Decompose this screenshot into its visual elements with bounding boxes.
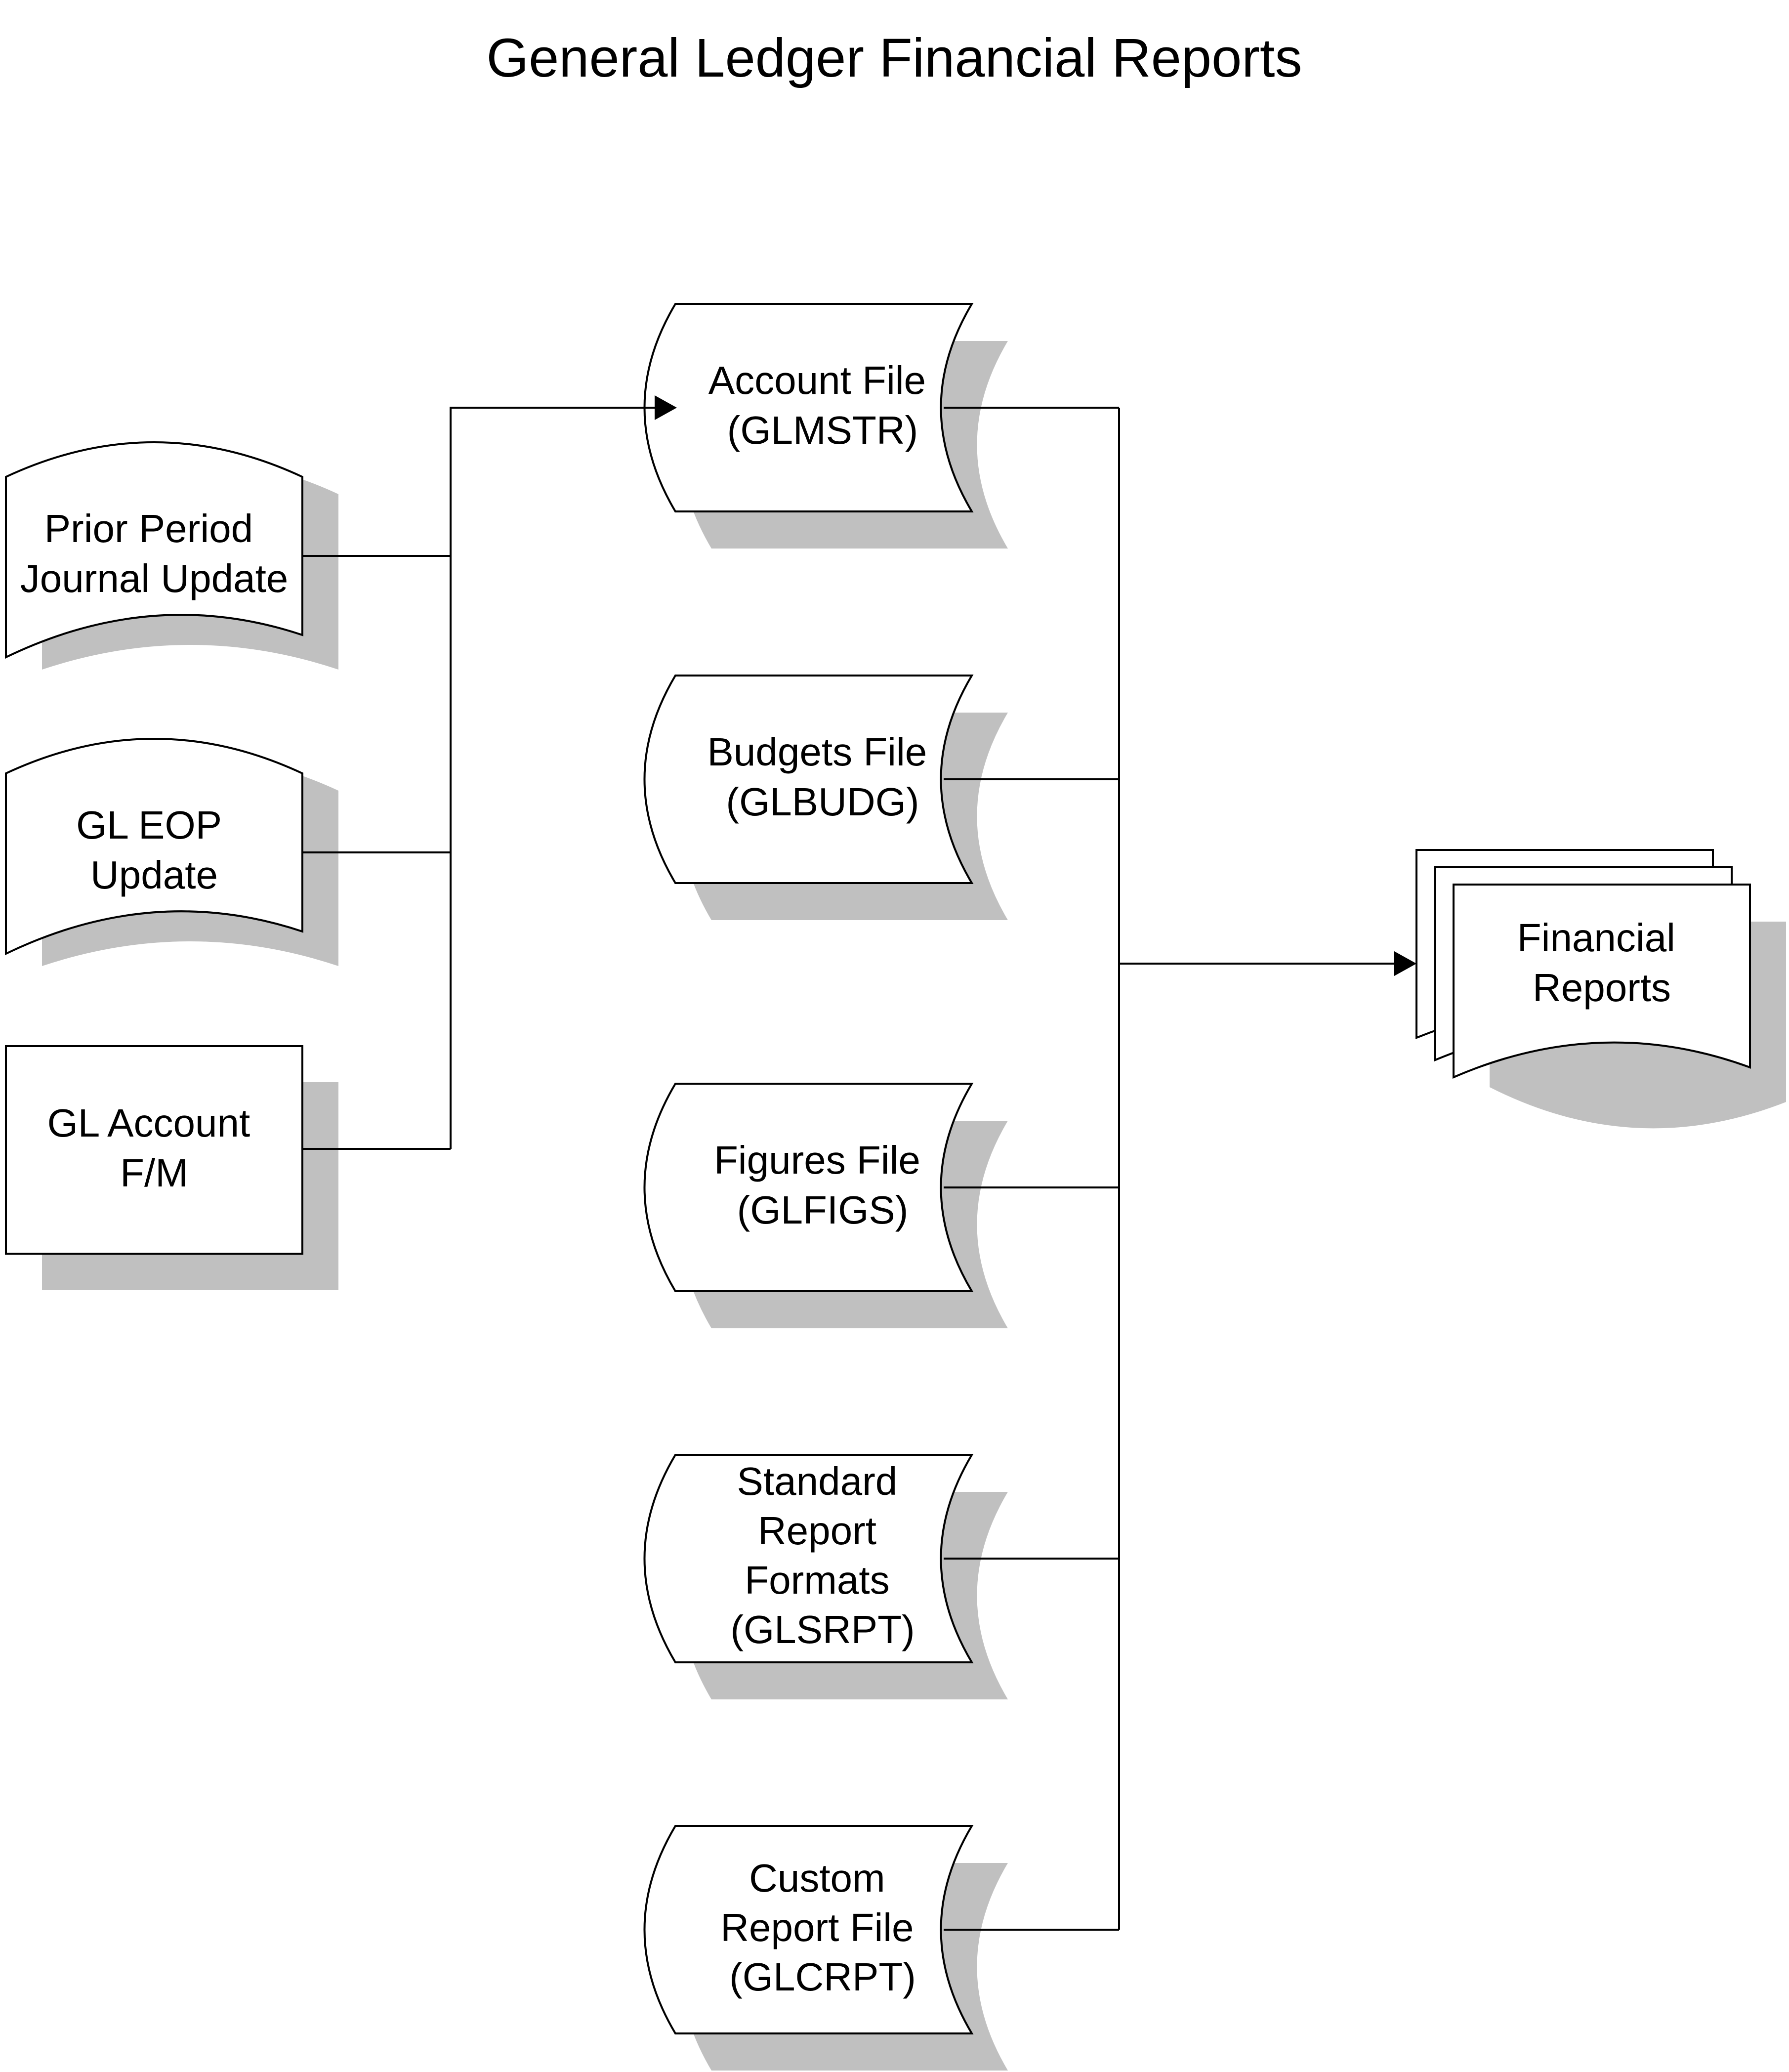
file-label-line: (GLBUDG) — [726, 780, 919, 824]
svg-text:Account File (GLMSTR): Account File (GLMSTR) — [708, 358, 937, 452]
svg-text:Figures File (GLFIGS): Figures File (GLFIGS) — [714, 1138, 931, 1232]
connectors — [302, 395, 1416, 1931]
file-label-line: Account File — [708, 358, 926, 402]
file-label-line: Figures File — [714, 1138, 920, 1182]
file-budgets-file: Budgets File (GLBUDG) — [643, 675, 1008, 920]
process-gl-account-fm: GL Account F/M — [5, 1045, 338, 1290]
input-label-line: Update — [90, 853, 218, 897]
svg-text:Financial Reports: Financial Reports — [1517, 916, 1686, 1010]
file-label-line: Budgets File — [707, 730, 927, 774]
file-label-line: (GLFIGS) — [737, 1188, 909, 1232]
process-prior-period-journal-update: Prior Period Journal Update — [5, 441, 338, 670]
arrowhead-to-financial-reports — [1394, 951, 1416, 976]
file-label-line: Report — [758, 1509, 876, 1553]
svg-text:Standard Report: Standard Report Formats (GLSRPT) — [730, 1459, 915, 1651]
arrowhead-to-account-file — [655, 395, 677, 420]
output-financial-reports: Financial Reports — [1415, 849, 1786, 1129]
svg-text:Budgets File (GLBUDG): Budgets File (GLBUDG) — [707, 730, 938, 824]
page-title: General Ledger Financial Reports — [487, 28, 1302, 88]
input-label-line: Prior Period — [44, 507, 253, 550]
file-label-line: (GLMSTR) — [727, 408, 918, 452]
svg-text:Prior Period Journal U: Prior Period Journal Update — [20, 507, 289, 600]
file-label-line: (GLSRPT) — [730, 1607, 915, 1651]
file-label-line: Custom — [749, 1856, 885, 1900]
svg-text:GL Account F/M: GL Account F/M — [47, 1101, 261, 1195]
connector-input-bus — [450, 407, 655, 1149]
output-label-line: Financial — [1517, 916, 1675, 960]
output-label-line: Reports — [1533, 966, 1671, 1010]
file-label-line: (GLCRPT) — [729, 1955, 916, 1999]
file-label-line: Report File — [720, 1905, 914, 1949]
input-label-line: Journal Update — [20, 556, 289, 600]
process-gl-eop-update: GL EOP Update — [5, 738, 338, 966]
file-account-file: Account File (GLMSTR) — [643, 303, 1008, 549]
file-custom-report-file: Custom Report File (GLCRPT) — [643, 1825, 1008, 2071]
input-label-line: F/M — [120, 1151, 188, 1195]
input-label-line: GL Account — [47, 1101, 250, 1145]
file-label-line: Standard — [737, 1459, 898, 1503]
svg-text:GL EOP Update: GL EOP Update — [76, 803, 232, 897]
svg-text:Custom Report File: Custom Report File (GLCRPT) — [720, 1856, 924, 1999]
file-label-line: Formats — [745, 1558, 889, 1602]
input-label-line: GL EOP — [76, 803, 221, 847]
file-figures-file: Figures File (GLFIGS) — [643, 1083, 1008, 1328]
file-standard-report-formats: Standard Report Formats (GLSRPT) — [643, 1454, 1008, 1699]
